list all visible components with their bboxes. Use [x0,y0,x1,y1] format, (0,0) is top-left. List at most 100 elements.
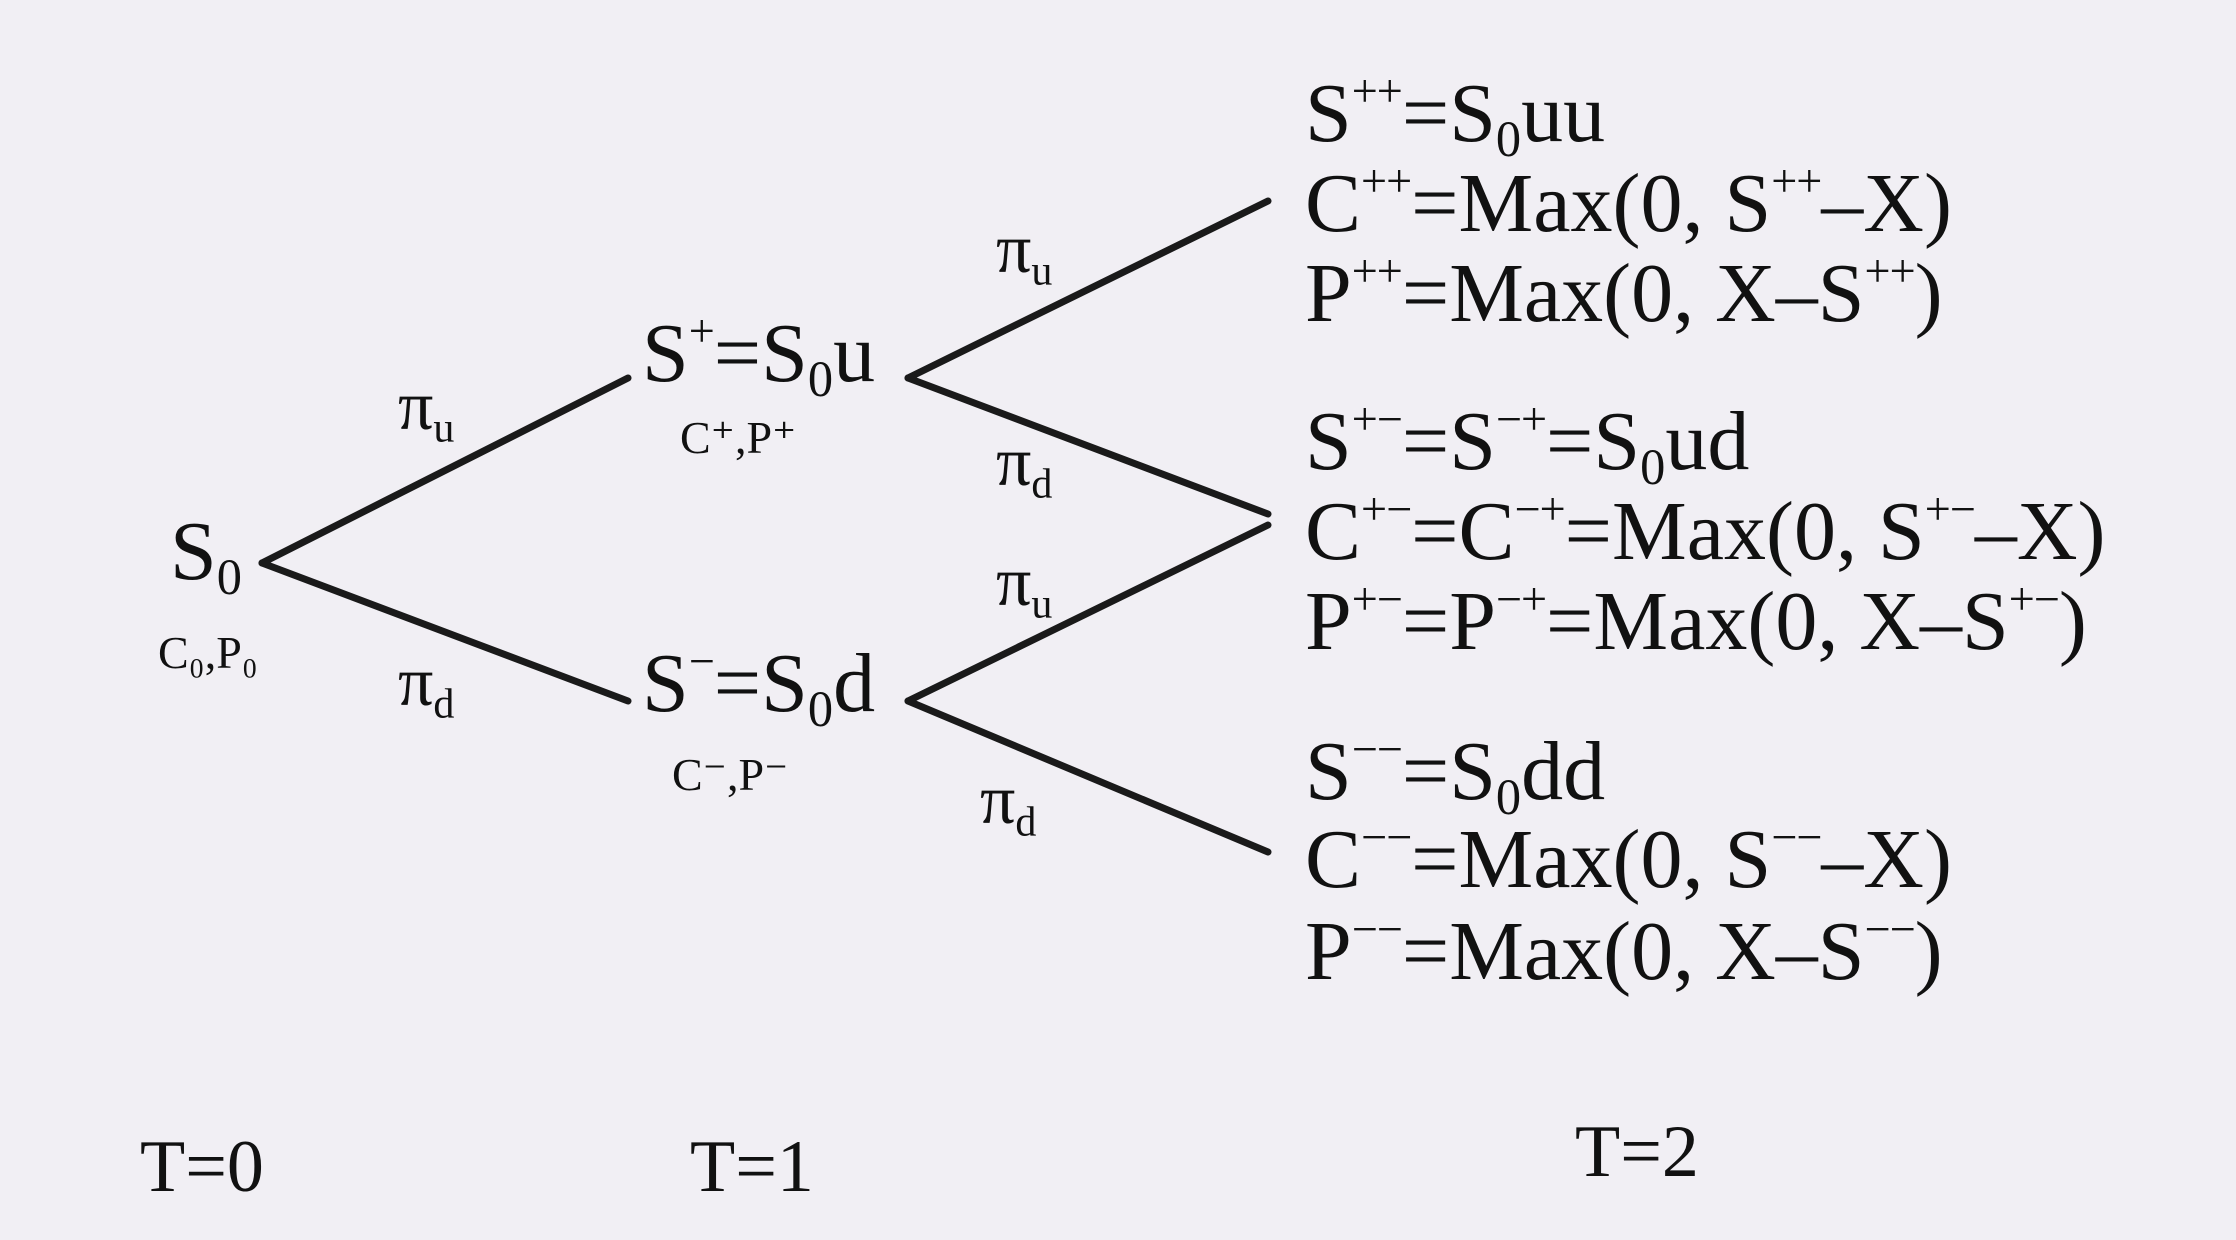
node-s-up-eq: =S [713,307,808,400]
time-label-t0: T=0 [140,1126,264,1208]
t-ud-s-a: S [1305,395,1352,488]
node-s-up-sub: 0 [807,351,834,408]
node-s-down-sub: 0 [807,681,834,738]
t-ud-c-c-sup: +− [1924,483,1976,535]
node-s-up-tail: u [833,307,876,400]
prob-label-down-down: πd [980,766,1036,844]
t-uu-p-a-sup: ++ [1351,245,1403,297]
t-ud-c-d: –X) [1974,485,2106,578]
pi-symbol: π [996,211,1032,288]
t-dd-c-c: –X) [1821,813,1952,906]
node-s-up: S+=S0u [642,308,875,405]
pi-sub-d: d [1031,461,1053,508]
t-uu-c-b: =Max(0, S [1411,157,1772,250]
prob-label-up-down: πd [996,428,1052,506]
t-dd-p-b-sup: −− [1864,903,1916,955]
t-ud-p-a: P [1305,575,1352,668]
node-s-down-symbol: S [642,637,689,730]
node-s0-symbol: S [170,505,217,598]
t-dd-p-b: =Max(0, X–S [1401,905,1865,998]
t-dd-p-c: ) [1914,905,1943,998]
t-ud-p-b: =P [1401,575,1496,668]
prob-label-root-up: πu [398,372,454,450]
node-s-up-symbol: S [642,307,689,400]
t-uu-p-b: =Max(0, X–S [1401,247,1865,340]
node-s-up-sup: + [688,305,715,357]
node-s-down-eq: =S [713,637,808,730]
t-dd-c-b: =Max(0, S [1411,813,1772,906]
t-ud-s-c-sub: 0 [1640,439,1666,496]
terminal-uu-stock: S++=S0uu [1305,68,1605,165]
node-s0-subscript: 0 [216,549,242,606]
t-ud-s-d: ud [1665,395,1750,488]
t-ud-p-c: =Max(0, X–S [1546,575,2009,668]
t-uu-p-b-sup: ++ [1864,245,1916,297]
t-dd-s-c: dd [1521,725,1606,818]
terminal-dd-put: P−−=Max(0, X–S−−) [1305,906,1943,994]
t-dd-p-a-sup: −− [1351,903,1403,955]
t-ud-p-d: ) [2058,575,2087,668]
t-dd-c-a: C [1305,813,1362,906]
t-ud-c-a-sup: +− [1361,483,1412,535]
time-label-t2: T=2 [1575,1111,1699,1193]
t-uu-s-a: S [1305,67,1352,160]
t-ud-c-b-sup: −+ [1514,483,1566,535]
t-dd-c-b-sup: −− [1771,811,1822,863]
pi-sub-u: u [433,405,455,452]
pi-symbol: π [398,368,434,445]
t-ud-p-c-sup: +− [2008,573,2060,625]
t-uu-s-b-sub: 0 [1495,111,1522,168]
t-uu-p-c: ) [1914,247,1943,340]
terminal-ud-put: P+−=P−+=Max(0, X–S+−) [1305,576,2087,664]
terminal-uu-put: P++=Max(0, X–S++) [1305,248,1943,336]
pi-sub-u: u [1031,248,1053,295]
t-ud-s-b-sup: −+ [1495,393,1547,445]
t-dd-s-a: S [1305,725,1352,818]
node-s-down: S−=S0d [642,638,875,735]
prob-label-down-up: πu [996,548,1052,626]
t-uu-c-a-sup: ++ [1361,155,1412,207]
edge-up-ud [904,374,1272,518]
pi-sub-u: u [1031,581,1053,628]
node-s-up-values: C⁺,P⁺ [680,412,797,463]
t-ud-s-a-sup: +− [1351,393,1403,445]
pi-symbol: π [398,644,434,721]
edge-down-dd [904,697,1272,856]
t-dd-s-b-sub: 0 [1495,769,1522,826]
terminal-uu-call: C++=Max(0, S++–X) [1305,158,1952,246]
t-uu-s-c: uu [1521,67,1606,160]
node-s-down-tail: d [833,637,876,730]
terminal-ud-stock: S+−=S−+=S0ud [1305,396,1749,493]
t-ud-c-b: =C [1411,485,1515,578]
t-dd-c-a-sup: −− [1361,811,1412,863]
t-dd-p-a: P [1305,905,1352,998]
t-ud-p-b-sup: −+ [1495,573,1547,625]
node-s0: S0 [170,510,242,603]
t-uu-s-a-sup: ++ [1351,65,1403,117]
t-ud-p-a-sup: +− [1351,573,1403,625]
node-s0-values: C₀,P₀ [158,627,258,678]
terminal-dd-stock: S−−=S0dd [1305,726,1605,823]
t-ud-s-b: =S [1401,395,1496,488]
t-uu-c-c: –X) [1821,157,1952,250]
pi-symbol: π [980,762,1016,839]
prob-label-root-down: πd [398,648,454,726]
node-s-down-sup: − [688,635,715,687]
edge-root-down [258,559,632,705]
edge-down-ud [904,521,1272,705]
t-ud-c-c: =Max(0, S [1564,485,1925,578]
t-uu-p-a: P [1305,247,1352,340]
t-uu-c-a: C [1305,157,1362,250]
prob-label-up-up: πu [996,215,1052,293]
pi-sub-d: d [433,681,455,728]
pi-symbol: π [996,544,1032,621]
edge-up-uu [904,197,1272,382]
pi-symbol: π [996,424,1032,501]
t-uu-s-b: =S [1401,67,1496,160]
pi-sub-d: d [1015,799,1037,846]
t-ud-s-c: =S [1546,395,1641,488]
terminal-ud-call: C+−=C−+=Max(0, S+−–X) [1305,486,2105,574]
edge-root-up [258,374,632,567]
